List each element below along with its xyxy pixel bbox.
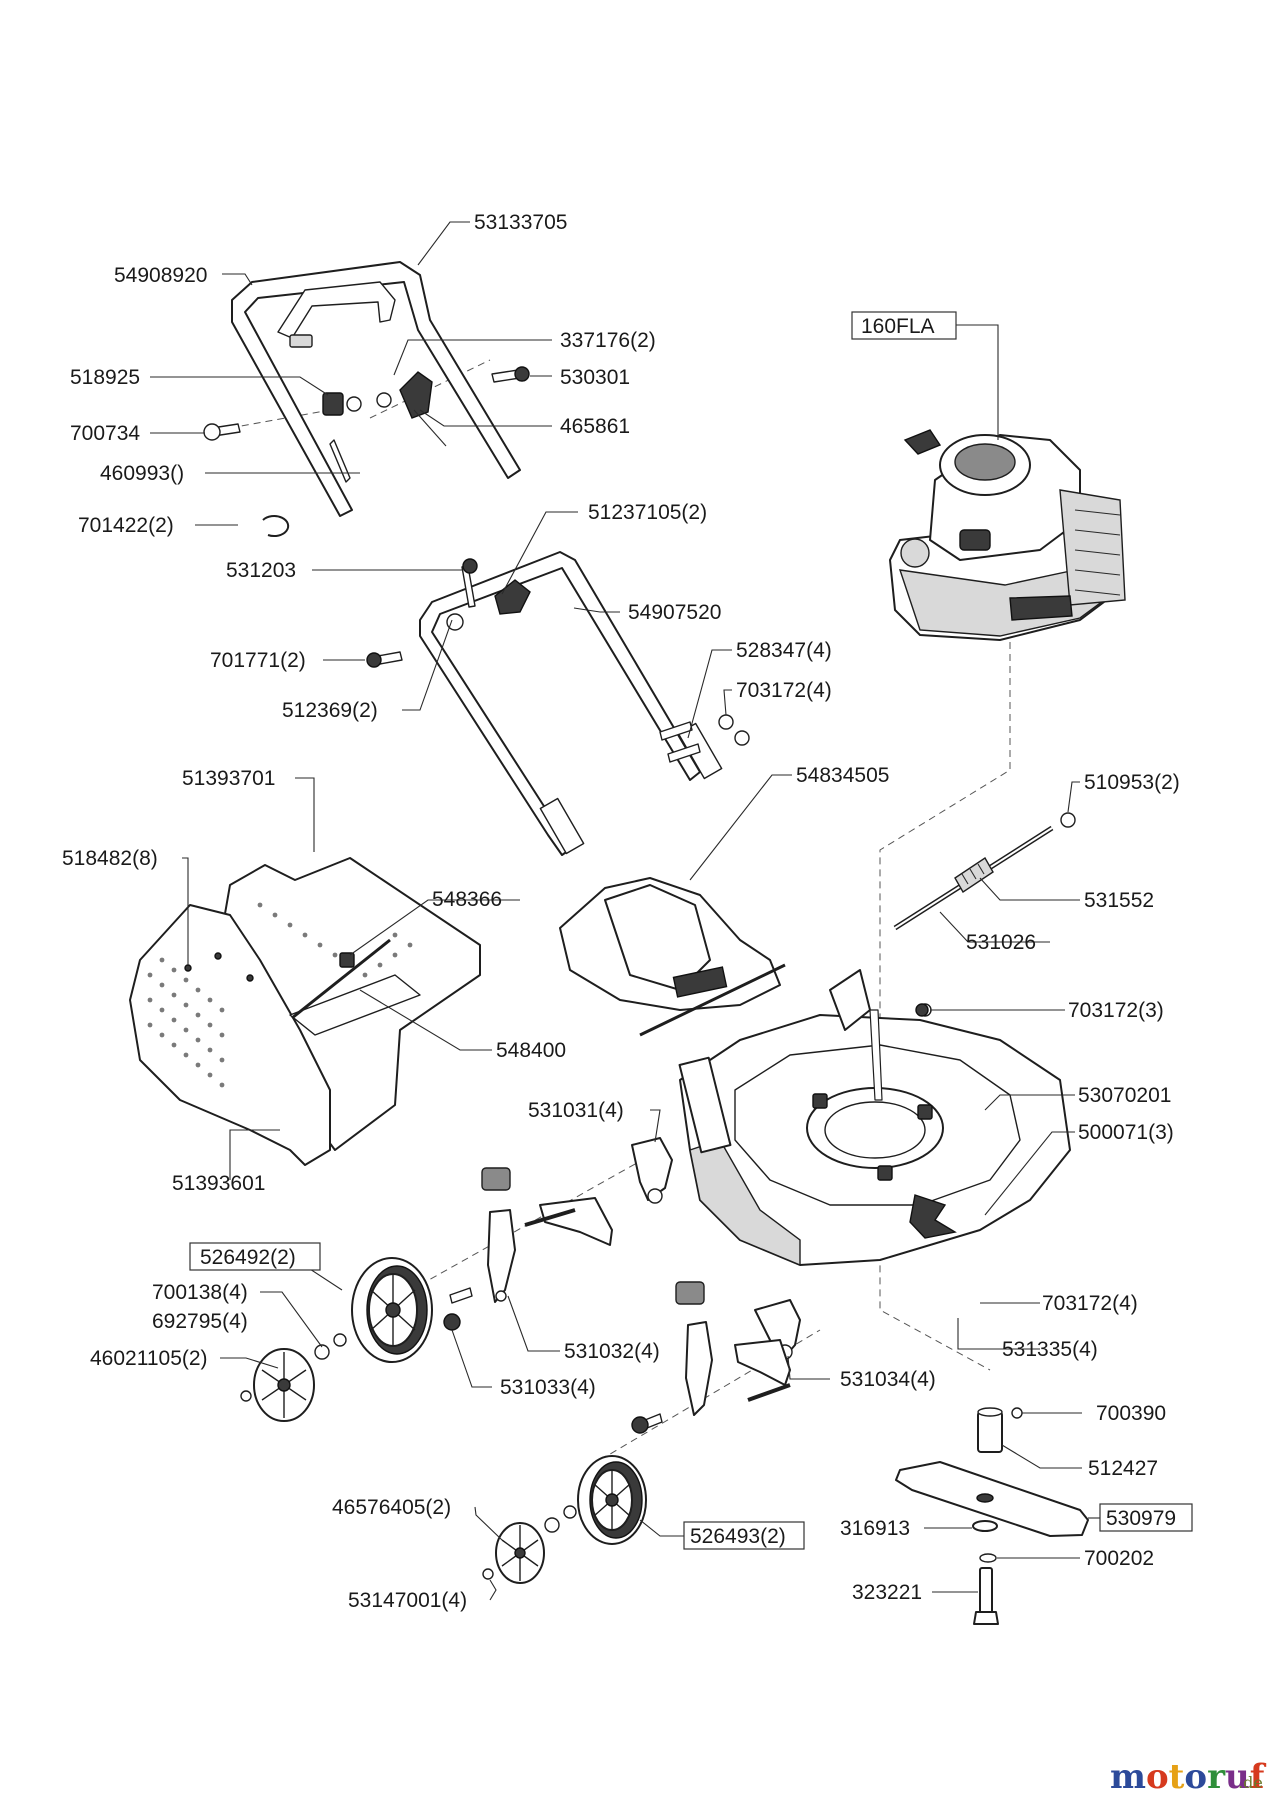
part-label-53070201: 53070201: [1078, 1084, 1171, 1107]
part-label-323221: 323221: [852, 1581, 922, 1604]
part-label-530301: 530301: [560, 366, 630, 389]
leader-lines: [150, 221, 1100, 1601]
part-label-531031: 531031(4): [528, 1099, 624, 1122]
part-label-54834505: 54834505: [796, 764, 889, 787]
mower-deck-drawing: [678, 969, 1071, 1267]
label-frames: [189, 311, 1193, 1550]
rear-height-adjust-drawing: [631, 1281, 801, 1434]
part-label-518482: 518482(8): [62, 847, 158, 870]
grass-bag-drawing: [129, 857, 481, 1166]
front-wheel-assembly-drawing: [240, 1257, 433, 1422]
part-label-460993: 460993(): [100, 462, 184, 485]
part-label-548400: 548400: [496, 1039, 566, 1062]
part-label-530979: 530979: [1106, 1507, 1176, 1530]
part-label-531033: 531033(4): [500, 1376, 596, 1399]
lower-handle-drawing: [366, 551, 750, 856]
part-label-531203: 531203: [226, 559, 296, 582]
part-label-46576405: 46576405(2): [332, 1496, 451, 1519]
watermark-letter: t: [1169, 1757, 1185, 1797]
part-number-labels: 53133705 54908920 160FLA 337176(2) 51892…: [62, 211, 1180, 1612]
part-label-700390: 700390: [1096, 1402, 1166, 1425]
part-label-531335: 531335(4): [1002, 1338, 1098, 1361]
part-label-703172-rear: 703172(4): [1042, 1292, 1138, 1315]
handle-hardware-drawing: [203, 366, 530, 538]
part-label-531552: 531552: [1084, 889, 1154, 912]
rear-wheel-assembly-drawing: [482, 1455, 647, 1584]
front-height-adjust-drawing: [443, 1137, 673, 1331]
part-label-700138: 700138(4): [152, 1281, 248, 1304]
part-label-703172-deck: 703172(3): [1068, 999, 1164, 1022]
watermark-letter: u: [1225, 1757, 1250, 1797]
part-label-510953: 510953(2): [1084, 771, 1180, 794]
part-label-531026: 531026: [966, 931, 1036, 954]
part-label-51393601: 51393601: [172, 1172, 265, 1195]
watermark-letter: r: [1207, 1757, 1226, 1797]
rear-deflector-drawing: [559, 877, 786, 1037]
part-label-700734: 700734: [70, 422, 140, 445]
part-label-531034: 531034(4): [840, 1368, 936, 1391]
part-label-500071: 500071(3): [1078, 1121, 1174, 1144]
part-label-46021105: 46021105(2): [90, 1347, 208, 1370]
part-label-316913: 316913: [840, 1517, 910, 1540]
blade-assembly-drawing: [895, 1407, 1089, 1625]
watermark-brand: motoruf: [1110, 1757, 1267, 1797]
engine-drawing: [889, 429, 1126, 641]
part-label-54907520: 54907520: [628, 601, 721, 624]
part-label-53133705: 53133705: [474, 211, 567, 234]
part-label-526493: 526493(2): [690, 1525, 786, 1548]
drive-axle-drawing: [893, 812, 1076, 1017]
part-label-703172-top: 703172(4): [736, 679, 832, 702]
upper-handle-drawing: [231, 261, 521, 517]
part-label-465861: 465861: [560, 415, 630, 438]
watermark-letter: m: [1110, 1757, 1146, 1797]
part-label-701771: 701771(2): [210, 649, 306, 672]
part-label-160fla: 160FLA: [861, 315, 935, 338]
part-label-512369: 512369(2): [282, 699, 378, 722]
part-label-337176: 337176(2): [560, 329, 656, 352]
part-label-526492: 526492(2): [200, 1246, 296, 1269]
engine-cooling-fins: [1074, 509, 1121, 596]
part-label-701422: 701422(2): [78, 514, 174, 537]
part-label-531032: 531032(4): [564, 1340, 660, 1363]
watermark-letter: f: [1250, 1757, 1267, 1797]
part-label-692795: 692795(4): [152, 1310, 248, 1333]
part-label-54908920: 54908920: [114, 264, 207, 287]
watermark: motoruf .de: [1110, 1757, 1267, 1797]
part-label-700202: 700202: [1084, 1547, 1154, 1570]
part-label-518925: 518925: [70, 366, 140, 389]
part-label-53147001: 53147001(4): [348, 1589, 467, 1612]
part-label-548366: 548366: [432, 888, 502, 911]
axle-gear-teeth: [961, 863, 985, 885]
part-label-51393701: 51393701: [182, 767, 275, 790]
watermark-tld: .de: [1238, 1773, 1263, 1792]
part-label-51237105: 51237105(2): [588, 501, 707, 524]
part-label-528347: 528347(4): [736, 639, 832, 662]
watermark-letter: o: [1184, 1757, 1207, 1797]
part-label-512427: 512427: [1088, 1457, 1158, 1480]
watermark-letter: o: [1146, 1757, 1169, 1797]
